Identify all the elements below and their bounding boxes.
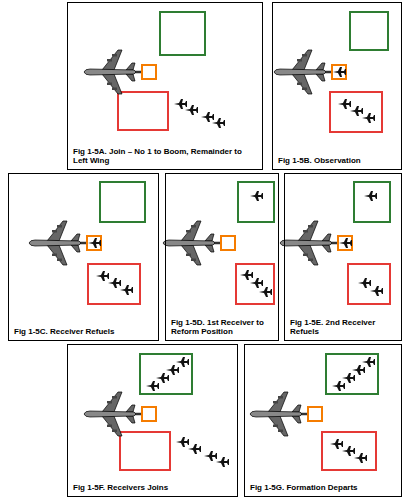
panel-c-art xyxy=(29,182,145,304)
panel-d-art xyxy=(163,182,274,304)
figure-caption: Fig 1-5C. Receiver Refuels xyxy=(14,327,154,337)
figure-caption: Fig 1-5A. Join – No 1 to Boom, Remainder… xyxy=(73,147,258,166)
figure-caption: Fig 1-5E. 2nd Receiver Refuels xyxy=(290,318,397,337)
panel-g-art xyxy=(250,354,378,470)
figure-caption: Fig 1-5G. Formation Departs xyxy=(250,483,397,493)
panel-a-art xyxy=(84,12,225,130)
figure-caption: Fig 1-5F. Receivers Joins xyxy=(73,483,233,493)
figure-panel: Fig 1-5B. Observation xyxy=(272,2,402,170)
figure-panel: Fig 1-5E. 2nd Receiver Refuels xyxy=(284,173,402,341)
figure-panel: Fig 1-5D. 1st Receiver to Reform Positio… xyxy=(165,173,279,341)
panel-e-art xyxy=(280,182,390,304)
figure-caption: Fig 1-5D. 1st Receiver to Reform Positio… xyxy=(171,318,274,337)
figure-panel: Fig 1-5G. Formation Departs xyxy=(244,344,402,497)
figure-panel: Fig 1-5F. Receivers Joins xyxy=(67,344,238,497)
figure-caption: Fig 1-5B. Observation xyxy=(278,156,397,166)
figure-panel: Fig 1-5C. Receiver Refuels xyxy=(8,173,159,341)
figure-panel: Fig 1-5A. Join – No 1 to Boom, Remainder… xyxy=(67,2,263,170)
panel-b-art xyxy=(274,12,388,132)
panel-f-art xyxy=(84,354,229,470)
